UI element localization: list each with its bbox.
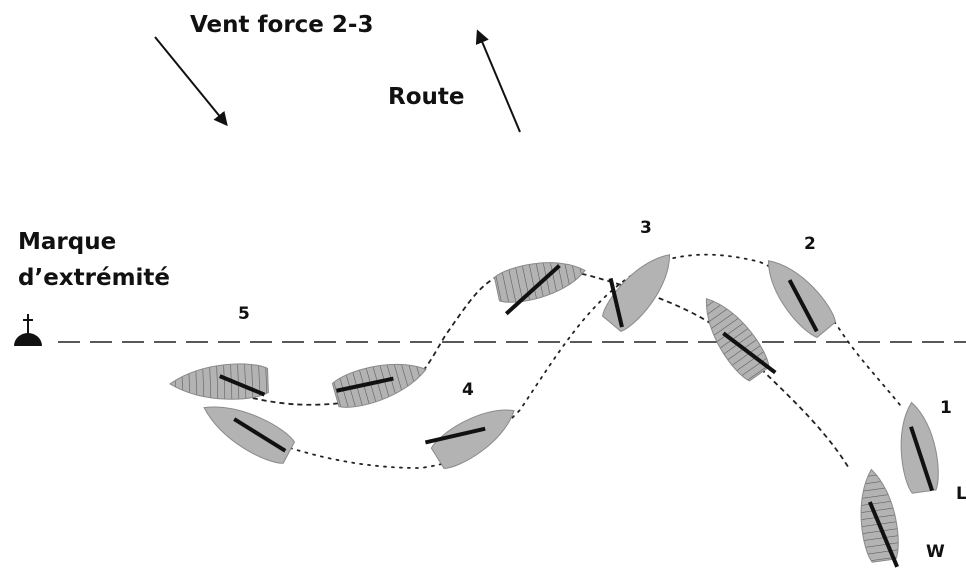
- boat-label-w: W: [926, 542, 945, 562]
- boat-w: [860, 468, 899, 568]
- boat-hatched-2: [705, 298, 777, 382]
- boat-hatched-4: [331, 363, 427, 408]
- wind-arrow: [154, 36, 228, 127]
- boat-3: [601, 254, 671, 332]
- position-label-3: 3: [640, 218, 652, 238]
- position-label-5: 5: [238, 304, 250, 324]
- boat-4: [424, 409, 515, 470]
- mark-label-line1: Marque: [18, 229, 117, 255]
- wind-label: Vent force 2-3: [190, 12, 374, 38]
- mark-label-line2: d’extrémité: [18, 265, 171, 291]
- boat-hatched-5: [169, 363, 269, 400]
- boat-label-l: L: [956, 484, 966, 504]
- boat-hatched-3: [493, 262, 586, 316]
- mark-buoy-icon: [14, 314, 42, 346]
- boat-2: [767, 260, 837, 338]
- position-label-1: 1: [940, 398, 952, 418]
- position-label-2: 2: [804, 234, 816, 254]
- route-label: Route: [388, 84, 465, 110]
- position-label-4: 4: [462, 380, 474, 400]
- boat-1: [900, 401, 939, 494]
- route-arrow: [475, 29, 521, 133]
- track-dotted: [289, 253, 901, 469]
- boat-5: [203, 406, 296, 464]
